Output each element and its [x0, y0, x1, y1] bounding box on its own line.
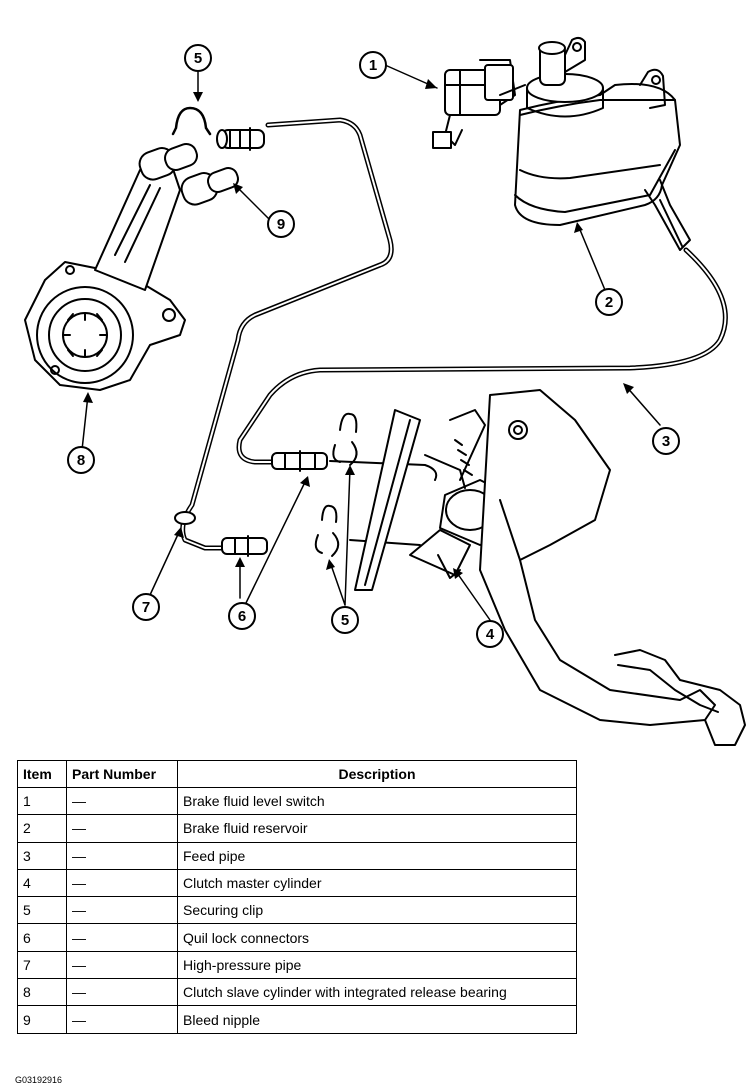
cell-part-number: — — [66, 950, 178, 980]
svg-text:7: 7 — [142, 599, 150, 616]
cell-description: Clutch master cylinder — [177, 868, 577, 898]
cell-item: 4 — [17, 868, 67, 898]
cell-item: 2 — [17, 814, 67, 843]
callout-9: 9 — [267, 210, 295, 238]
securing-clips — [171, 106, 358, 557]
cell-description: Feed pipe — [177, 841, 577, 870]
table-row: 5 — Securing clip — [17, 896, 577, 925]
callout-7: 7 — [132, 593, 160, 621]
svg-text:1: 1 — [369, 57, 377, 74]
svg-text:6: 6 — [238, 608, 246, 625]
cell-item: 7 — [17, 950, 67, 980]
cell-description: Brake fluid reservoir — [177, 814, 577, 843]
cell-part-number: — — [66, 978, 178, 1007]
svg-text:5: 5 — [194, 50, 202, 67]
brake-fluid-level-switch — [432, 59, 526, 149]
cell-item: 6 — [17, 923, 67, 952]
cell-item: 1 — [17, 786, 67, 816]
table-row: 9 — Bleed nipple — [17, 1005, 577, 1034]
cell-description: Quil lock connectors — [177, 923, 577, 952]
cell-part-number: — — [66, 896, 178, 925]
cell-description: Clutch slave cylinder with integrated re… — [177, 978, 577, 1007]
clutch-pedal — [479, 389, 746, 746]
table-header-row: Item Part Number Description — [17, 760, 577, 788]
callout-4: 4 — [476, 620, 504, 648]
clutch-hydraulic-diagram: 1 5 9 2 3 8 7 6 5 4 — [24, 36, 746, 746]
cell-item: 8 — [17, 978, 67, 1007]
table-row: 2 — Brake fluid reservoir — [17, 814, 577, 843]
svg-text:3: 3 — [662, 433, 670, 450]
table-row: 7 — High-pressure pipe — [17, 950, 577, 980]
svg-text:4: 4 — [486, 626, 495, 643]
clutch-slave-cylinder — [24, 143, 239, 391]
svg-text:9: 9 — [277, 216, 285, 233]
header-description: Description — [177, 760, 577, 788]
header-part-number: Part Number — [66, 760, 178, 788]
table-row: 6 — Quil lock connectors — [17, 923, 577, 952]
figure-code: G03192916 — [15, 1075, 63, 1085]
callout-5-top: 5 — [184, 44, 212, 72]
callout-2: 2 — [595, 288, 623, 316]
quil-lock-connectors — [216, 127, 328, 557]
cell-part-number: — — [66, 1005, 178, 1034]
svg-text:5: 5 — [341, 612, 349, 629]
cell-description: Bleed nipple — [177, 1005, 577, 1034]
cell-part-number: — — [66, 786, 178, 816]
cell-part-number: — — [66, 841, 178, 870]
callout-3: 3 — [652, 427, 680, 455]
cell-item: 3 — [17, 841, 67, 870]
svg-text:2: 2 — [605, 294, 613, 311]
brake-fluid-reservoir — [514, 36, 691, 251]
cell-description: High-pressure pipe — [177, 950, 577, 980]
cell-part-number: — — [66, 814, 178, 843]
table-row: 4 — Clutch master cylinder — [17, 868, 577, 898]
cell-part-number: — — [66, 868, 178, 898]
cell-item: 9 — [17, 1005, 67, 1034]
leader-lines — [81, 64, 661, 621]
cell-description: Securing clip — [177, 896, 577, 925]
callout-6: 6 — [228, 602, 256, 630]
parts-table: Item Part Number Description 1 — Brake f… — [17, 760, 577, 1034]
leader-arrowheads — [83, 79, 634, 579]
callout-5-bottom: 5 — [331, 606, 359, 634]
svg-text:8: 8 — [77, 452, 85, 469]
cell-item: 5 — [17, 896, 67, 925]
callout-1: 1 — [359, 51, 387, 79]
table-row: 8 — Clutch slave cylinder with integrate… — [17, 978, 577, 1007]
table-row: 1 — Brake fluid level switch — [17, 786, 577, 816]
cell-part-number: — — [66, 923, 178, 952]
header-item: Item — [17, 760, 67, 788]
callout-8: 8 — [67, 446, 95, 474]
cell-description: Brake fluid level switch — [177, 786, 577, 816]
table-row: 3 — Feed pipe — [17, 841, 577, 870]
